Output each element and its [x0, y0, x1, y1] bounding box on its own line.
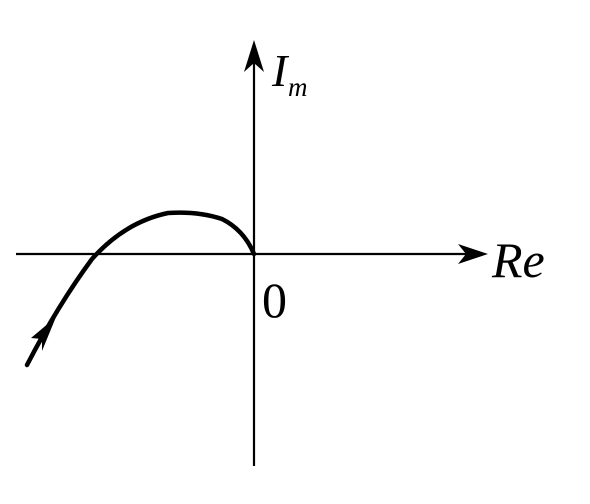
origin-label: 0 [262, 272, 287, 328]
response-curve [24, 210, 257, 368]
real-axis-label: Re [491, 232, 545, 288]
curve-direction-arrowhead [31, 317, 56, 351]
real-axis-arrowhead [458, 244, 488, 264]
imaginary-axis-arrowhead [244, 40, 264, 72]
imaginary-axis-label: I [271, 45, 290, 96]
imaginary-axis-label-subscript: m [288, 72, 308, 102]
